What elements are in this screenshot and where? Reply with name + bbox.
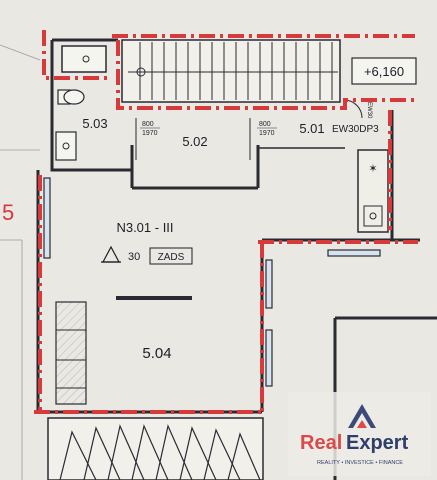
toilet [57,89,85,105]
door-dimension-2: 800 1970 [257,121,277,137]
reference-lines [0,44,41,480]
fire-boundary [34,30,418,414]
edge-mark: 5 [2,200,14,225]
door-tag-small: EW30 [366,102,372,119]
fire-class: ZADS [158,252,185,263]
svg-text:1970: 1970 [142,130,158,137]
room-label-5-03: 5.03 [82,116,107,131]
staircase-bottom [47,417,264,480]
fire-class-box [149,247,193,265]
watermark-brand-left: Real [300,432,342,454]
fire-rating-triangle-icon [101,245,121,263]
bathtub [61,45,107,73]
windows [43,177,381,387]
svg-text:✶: ✶ [368,163,377,175]
room-label-5-01: 5.01 [299,121,324,136]
section-reference: N3.01 - III [116,220,173,235]
room-label-5-02: 5.02 [182,134,207,149]
svg-text:800: 800 [259,121,271,128]
watermark-brand-right: Expert [346,432,409,454]
fire-rating: 30 [128,251,140,263]
roof-triangle-icon [348,404,376,428]
radiator-bar [116,296,192,300]
svg-text:800: 800 [142,121,154,128]
hatched-wall-rungs [56,329,86,389]
svg-text:1970: 1970 [259,130,275,137]
kitchen-fixtures: ✶ [363,163,383,227]
sink [55,131,77,161]
door-tag: EW30DP3 [332,124,379,135]
watermark: Real Expert REALITY • INVESTICE • FINANC… [288,392,431,476]
svg-text:+6,160: +6,160 [364,64,404,79]
room-label-5-04: 5.04 [142,345,171,362]
watermark-tagline: REALITY • INVESTICE • FINANCE [317,460,403,466]
level-marker: +6,160 [351,57,417,85]
staircase-top [121,39,341,103]
hatched-wall [55,301,87,405]
door-dimension-1: 800 1970 [140,121,160,137]
